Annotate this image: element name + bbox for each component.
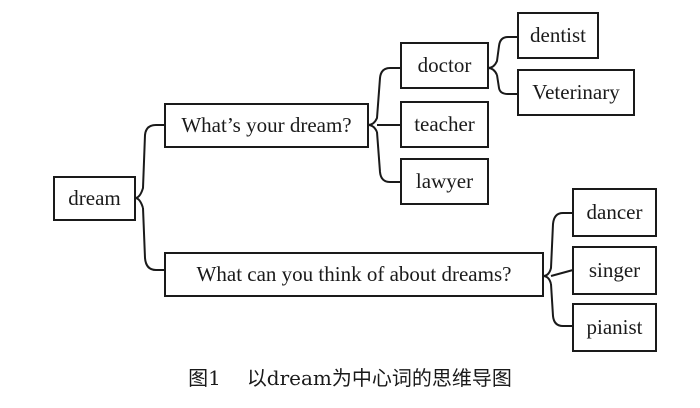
node-whats-your-dream: What’s your dream? <box>164 103 369 148</box>
node-pianist-label: pianist <box>587 315 643 339</box>
node-dentist: dentist <box>517 12 599 59</box>
connector-q2-roles <box>542 212 574 327</box>
node-veterinary-label: Veterinary <box>532 80 620 104</box>
node-teacher-label: teacher <box>414 112 475 136</box>
connector-root-branches <box>134 124 165 271</box>
node-lawyer: lawyer <box>400 158 489 205</box>
connector-q1-jobs <box>367 67 401 183</box>
node-what-can-you-think-label: What can you think of about dreams? <box>197 262 512 286</box>
node-teacher: teacher <box>400 101 489 148</box>
node-whats-your-dream-label: What’s your dream? <box>181 113 351 137</box>
node-doctor: doctor <box>400 42 489 89</box>
figure-caption: 图1 以dream为中心词的思维导图 <box>0 362 700 391</box>
node-dream: dream <box>53 176 136 221</box>
node-singer: singer <box>572 246 657 295</box>
node-dancer: dancer <box>572 188 657 237</box>
figure-number: 图1 <box>188 366 221 390</box>
node-dream-label: dream <box>68 186 120 210</box>
node-dancer-label: dancer <box>587 200 643 224</box>
node-what-can-you-think: What can you think of about dreams? <box>164 252 544 297</box>
connector-doctor-specialties <box>487 36 518 95</box>
node-pianist: pianist <box>572 303 657 352</box>
node-veterinary: Veterinary <box>517 69 635 116</box>
figure-caption-text: 以dream为中心词的思维导图 <box>246 366 512 390</box>
node-lawyer-label: lawyer <box>416 169 473 193</box>
node-singer-label: singer <box>589 258 640 282</box>
node-doctor-label: doctor <box>418 53 472 77</box>
node-dentist-label: dentist <box>530 23 586 47</box>
